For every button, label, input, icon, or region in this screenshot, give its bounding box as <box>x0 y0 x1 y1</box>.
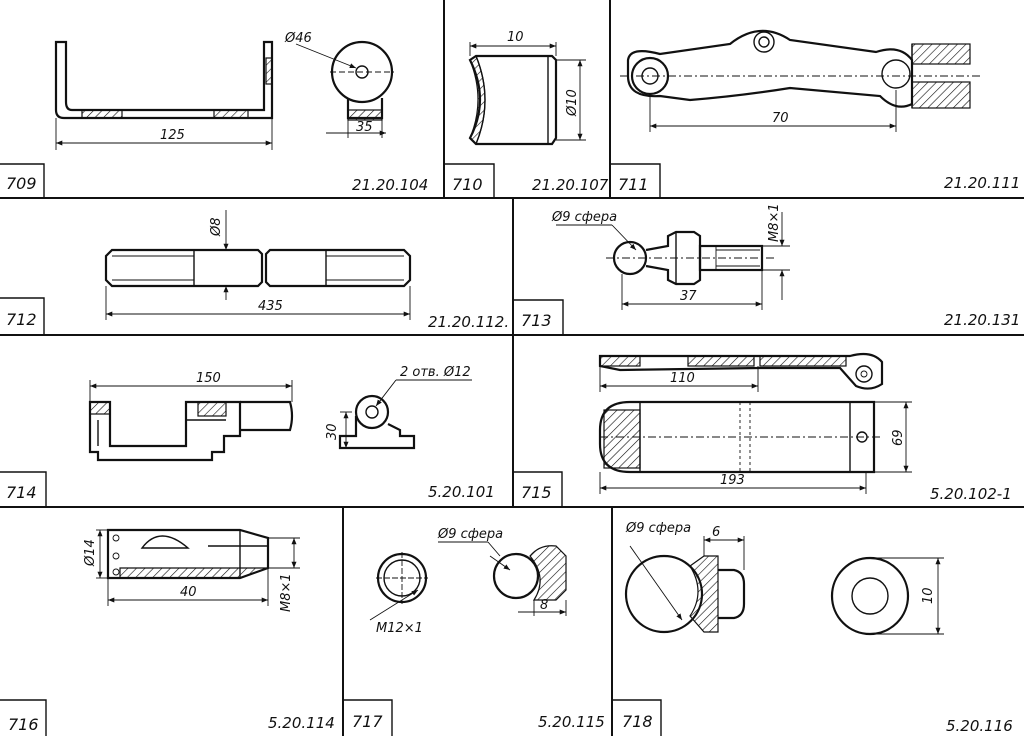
part-number: 715 <box>521 483 552 502</box>
dimension-40: 40 <box>107 568 269 606</box>
drawing-code: 21.20.104 <box>352 176 428 194</box>
dim-label: Ø9 сфера <box>625 521 691 536</box>
bracket-side-view <box>54 40 274 120</box>
drawing-code: 5.20.101 <box>428 483 495 501</box>
panel-715: 110 193 69 715 5.20.102-1 <box>521 352 1012 503</box>
dim-label: 30 <box>325 423 340 440</box>
plate-side-view <box>598 352 884 390</box>
dimension-m8: M8×1 <box>762 203 790 300</box>
ball-section-view: Ø9 сфера 6 <box>624 521 746 634</box>
dimension-69: 69 <box>874 401 912 473</box>
dim-label: 10 <box>507 30 524 45</box>
part-number: 713 <box>521 311 552 330</box>
panel-713: Ø9 сфера M8×1 37 713 21.20.131 <box>521 203 1020 330</box>
panel-714: 150 2 отв. Ø12 30 714 5.20.101 <box>6 365 495 502</box>
ball-pin-view <box>606 230 776 286</box>
panel-711: 70 711 21.20.111 <box>618 29 1020 194</box>
drawing-code: 5.20.114 <box>268 714 335 732</box>
dimension-435: 435 <box>105 286 411 320</box>
dim-label: 193 <box>720 473 745 488</box>
dim-label: Ø9 сфера <box>551 210 617 225</box>
dim-label: 150 <box>196 371 221 386</box>
part-number: 717 <box>352 712 383 731</box>
dimension-d8: Ø8 <box>209 210 229 300</box>
dimension-m8-716: M8×1 <box>268 537 300 612</box>
rod-view <box>104 248 412 288</box>
part-number: 709 <box>6 174 37 193</box>
dim-label: Ø8 <box>209 217 224 237</box>
dimension-110: 110 <box>599 366 759 392</box>
dimension-10: 10 <box>469 30 557 56</box>
panel-718: Ø9 сфера 6 10 718 5.20.116 <box>622 521 1013 735</box>
part-number: 710 <box>452 175 483 194</box>
dimension-sphere: Ø9 сфера <box>551 210 637 251</box>
dim-label: 37 <box>680 289 697 304</box>
dim-label: 6 <box>712 525 720 540</box>
part-number: 712 <box>6 310 37 329</box>
dim-label: 8 <box>540 598 548 613</box>
drawing-code: 5.20.102-1 <box>930 485 1012 503</box>
drawing-code: 5.20.116 <box>946 717 1013 735</box>
dim-label: 435 <box>258 299 283 314</box>
dim-label: 10 <box>921 587 936 604</box>
socket-section-view: Ø9 сфера 8 <box>437 527 567 616</box>
shaft-716-view <box>106 528 270 580</box>
drawing-code: 21.20.111 <box>944 174 1020 192</box>
nut-front-view: M12×1 <box>369 552 428 636</box>
pin-view <box>468 54 558 146</box>
dimension-193: 193 <box>599 472 867 494</box>
panel-716: Ø14 40 M8×1 716 5.20.114 <box>8 528 335 734</box>
bracket-714-view <box>88 400 294 462</box>
part-number: 716 <box>8 715 39 734</box>
dim-label: M8×1 <box>767 203 782 242</box>
dimension-70: 70 <box>649 90 897 132</box>
part-number: 718 <box>622 712 653 731</box>
panel-710: 10 Ø10 710 21.20.107 <box>452 30 609 194</box>
dim-label: 35 <box>356 120 373 135</box>
panel-717: M12×1 Ø9 сфера 8 717 5.20.115 <box>352 527 605 731</box>
dimension-150: 150 <box>89 371 293 402</box>
plate-top-view <box>598 400 880 474</box>
part-number: 714 <box>6 483 37 502</box>
panel-712: Ø8 435 712 21.20.112. <box>6 210 509 331</box>
part-number: 711 <box>618 175 649 194</box>
panel-709: 125 Ø46 35 709 21.20.104 <box>6 31 428 194</box>
dim-label: 70 <box>772 111 789 126</box>
drawing-code: 21.20.107 <box>532 176 609 194</box>
dim-label: 2 отв. Ø12 <box>400 365 471 380</box>
bracket-714-end-view: 2 отв. Ø12 30 <box>325 365 472 450</box>
dim-label: M8×1 <box>279 573 294 612</box>
washer-view: 10 <box>830 556 944 636</box>
dim-label: 125 <box>160 128 185 143</box>
bracket-front-view: Ø46 35 <box>284 31 394 138</box>
dim-label: Ø10 <box>565 89 580 117</box>
dim-label: Ø46 <box>284 31 312 46</box>
dim-label: 40 <box>180 585 197 600</box>
number-boxes <box>0 163 662 736</box>
drawing-code: 5.20.115 <box>538 713 605 731</box>
drawing-code: 21.20.131 <box>944 311 1020 329</box>
dim-label: 110 <box>670 371 695 386</box>
dimension-125: 125 <box>55 118 273 150</box>
dim-label: Ø14 <box>83 539 98 567</box>
dim-label: Ø9 сфера <box>437 527 503 542</box>
drawing-code: 21.20.112. <box>428 313 509 331</box>
lever-view <box>620 29 980 109</box>
dim-label: 69 <box>891 429 906 446</box>
dimension-d14: Ø14 <box>83 529 108 579</box>
dim-label: M12×1 <box>376 621 423 636</box>
dimension-37: 37 <box>621 270 763 310</box>
dimension-d10: Ø10 <box>556 59 586 141</box>
